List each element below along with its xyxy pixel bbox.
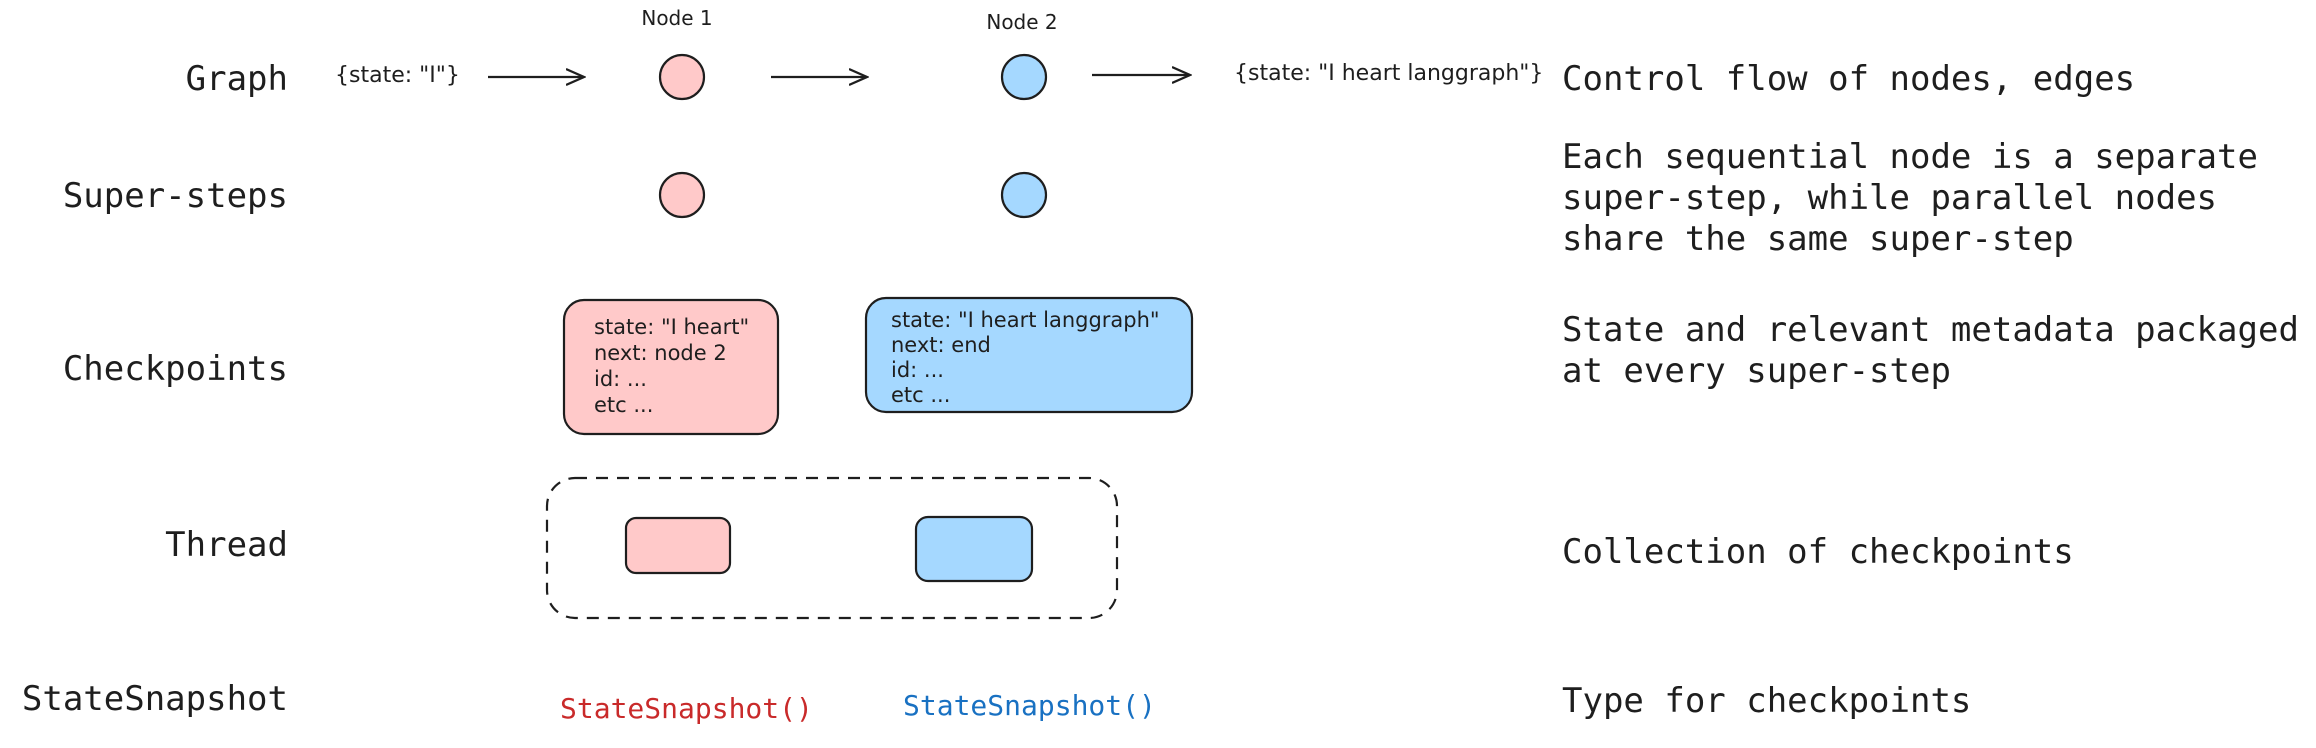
node2-circle bbox=[1000, 53, 1048, 101]
node1-circle bbox=[658, 53, 706, 101]
desc-thread: Collection of checkpoints bbox=[1562, 532, 2074, 572]
desc-supersteps-line3: share the same super-step bbox=[1562, 219, 2074, 259]
row-label-graph: Graph bbox=[186, 59, 288, 99]
graph-input-state: {state: "I"} bbox=[335, 63, 460, 88]
desc-supersteps-line1: Each sequential node is a separate bbox=[1562, 137, 2258, 177]
row-label-supersteps: Super-steps bbox=[63, 176, 288, 216]
row-label-thread: Thread bbox=[165, 525, 288, 565]
checkpoint1-box bbox=[562, 298, 780, 436]
thread-checkpoint1 bbox=[624, 516, 732, 575]
row-label-statesnapshot: StateSnapshot bbox=[22, 679, 288, 719]
superstep2-circle bbox=[1000, 171, 1048, 219]
checkpoint1-line-next: next: node 2 bbox=[594, 341, 727, 365]
checkpoint1-line-id: id: ... bbox=[594, 367, 647, 391]
statesnapshot-1: StateSnapshot() bbox=[560, 692, 813, 725]
desc-graph: Control flow of nodes, edges bbox=[1562, 59, 2135, 99]
desc-supersteps-line2: super-step, while parallel nodes bbox=[1562, 178, 2217, 218]
checkpoint2-line-etc: etc ... bbox=[891, 383, 950, 407]
desc-statesnapshot: Type for checkpoints bbox=[1562, 681, 1971, 721]
desc-checkpoints-line2: at every super-step bbox=[1562, 351, 1951, 391]
thread-container bbox=[545, 476, 1119, 620]
checkpoint1-line-etc: etc ... bbox=[594, 393, 653, 417]
desc-checkpoints-line1: State and relevant metadata packaged bbox=[1562, 310, 2299, 350]
checkpoint2-line-id: id: ... bbox=[891, 358, 944, 382]
superstep1-circle bbox=[658, 171, 706, 219]
node2-title: Node 2 bbox=[986, 10, 1057, 34]
checkpoint2-line-next: next: end bbox=[891, 333, 991, 357]
thread-checkpoint2 bbox=[914, 515, 1034, 583]
node1-title: Node 1 bbox=[641, 6, 712, 30]
checkpoint1-line-state: state: "I heart" bbox=[594, 315, 749, 339]
checkpoint2-box bbox=[864, 296, 1194, 414]
statesnapshot-2: StateSnapshot() bbox=[903, 689, 1156, 722]
checkpoint2-line-state: state: "I heart langgraph" bbox=[891, 308, 1160, 332]
row-label-checkpoints: Checkpoints bbox=[63, 349, 288, 389]
graph-output-state: {state: "I heart langgraph"} bbox=[1234, 61, 1543, 86]
